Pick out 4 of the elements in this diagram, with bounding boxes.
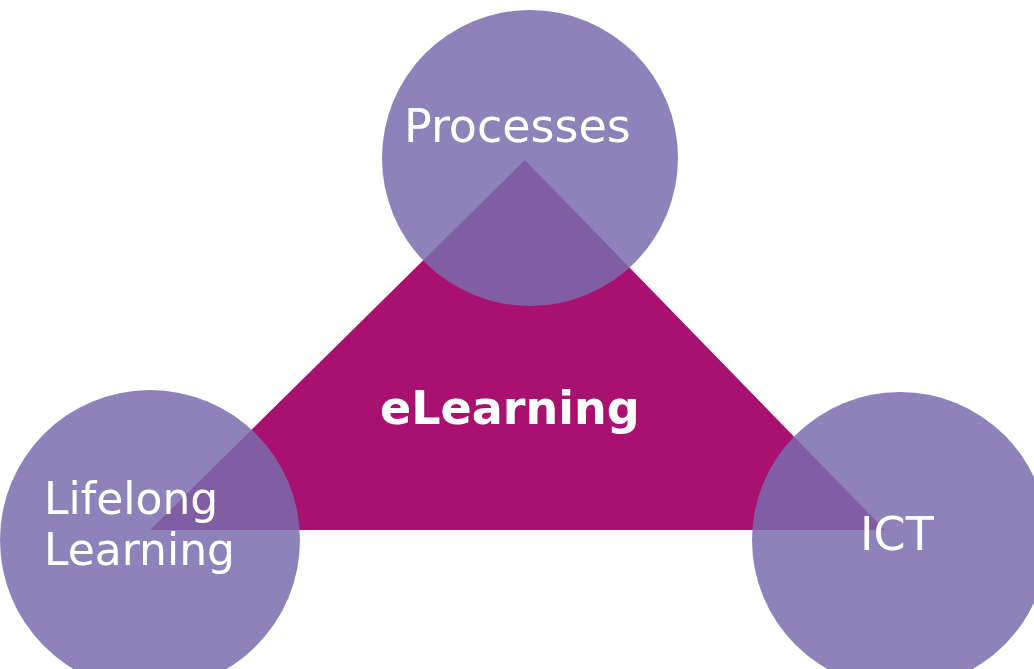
node-label: Processes — [404, 100, 631, 153]
node-label: ICT — [860, 508, 934, 561]
node-label: Lifelong Learning — [44, 474, 237, 576]
node-label: eLearning — [380, 382, 640, 435]
